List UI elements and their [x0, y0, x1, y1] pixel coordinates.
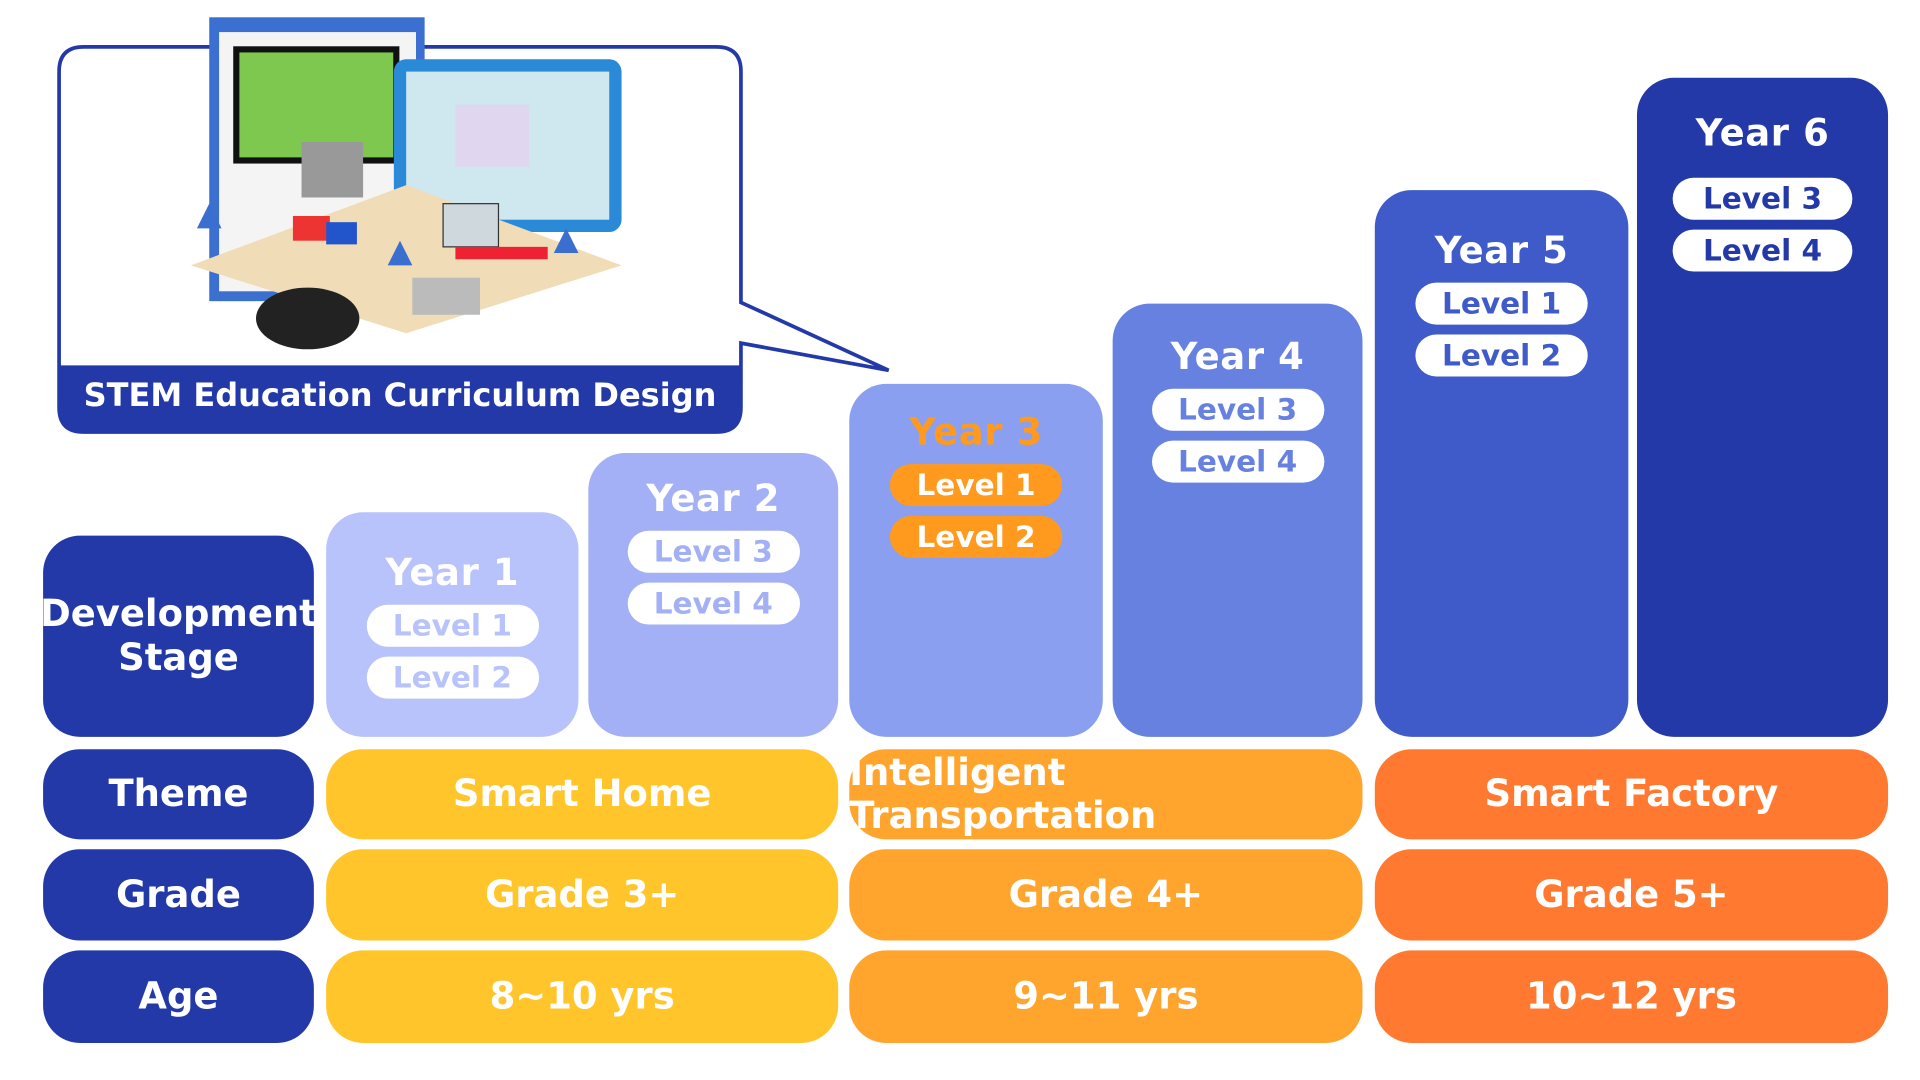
theme-label: Theme — [43, 749, 314, 840]
level-pill: Level 4 — [627, 582, 800, 625]
year-1-column: Year 1 Level 1 Level 2 — [326, 512, 579, 737]
grade-value: Grade 3+ — [326, 849, 839, 941]
theme-intelligent-transportation: Intelligent Transportation — [849, 749, 1363, 840]
level-pill: Level 1 — [366, 604, 539, 647]
level-pill: Level 3 — [1151, 388, 1324, 431]
theme-smart-home: Smart Home — [326, 749, 839, 840]
year-2-column: Year 2 Level 3 Level 4 — [588, 452, 839, 737]
level-pill: Level 2 — [889, 515, 1063, 558]
theme-smart-factory: Smart Factory — [1374, 749, 1889, 840]
grade-label: Grade — [43, 849, 314, 941]
age-value: 9~11 yrs — [849, 950, 1363, 1043]
level-pill: Level 1 — [1415, 282, 1588, 325]
age-value: 10~12 yrs — [1374, 950, 1889, 1043]
year-title: Year 3 — [909, 411, 1043, 455]
year-6-column: Year 6 Level 3 Level 4 — [1636, 77, 1889, 737]
level-pill: Level 1 — [889, 464, 1063, 507]
year-title: Year 2 — [646, 477, 781, 521]
development-stage-label: Development Stage — [40, 535, 317, 737]
level-pill: Level 3 — [627, 530, 800, 573]
grade-value: Grade 4+ — [849, 849, 1363, 941]
level-pill: Level 3 — [1672, 177, 1853, 220]
age-value: 8~10 yrs — [326, 950, 839, 1043]
grade-value: Grade 5+ — [1374, 849, 1889, 941]
year-5-column: Year 5 Level 1 Level 2 — [1374, 190, 1629, 737]
level-pill: Level 2 — [1415, 334, 1588, 377]
year-3-column: Year 3 Level 1 Level 2 — [849, 383, 1103, 737]
year-title: Year 6 — [1695, 112, 1830, 156]
year-title: Year 4 — [1170, 335, 1305, 379]
age-label: Age — [43, 950, 314, 1043]
callout-bubble — [57, 17, 890, 434]
level-pill: Level 4 — [1672, 229, 1853, 272]
year-4-column: Year 4 Level 3 Level 4 — [1112, 303, 1363, 737]
level-pill: Level 4 — [1151, 440, 1324, 483]
product-kit-image — [190, 17, 622, 350]
year-title: Year 5 — [1434, 229, 1569, 273]
callout-caption: STEM Education Curriculum Design — [83, 377, 717, 415]
level-pill: Level 2 — [366, 656, 539, 699]
year-title: Year 1 — [385, 551, 520, 595]
